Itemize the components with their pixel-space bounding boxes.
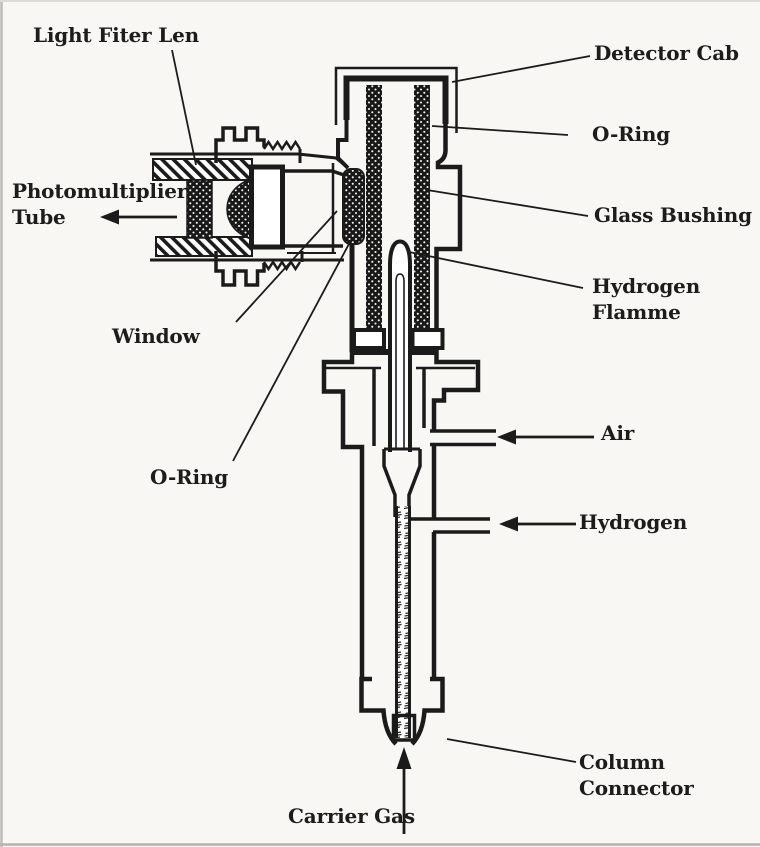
label-detector-cap: Detector Cab — [594, 41, 739, 65]
light-filter-block — [186, 179, 213, 239]
label-photomultiplier-line1: Photomultiplier — [12, 179, 188, 203]
glass-bushing-drawing — [349, 85, 445, 355]
bushing-left-strip — [366, 85, 382, 331]
capillary-packing — [396, 506, 410, 738]
air-arrow-head — [497, 429, 516, 445]
connector-left-piece — [359, 676, 398, 746]
leader-o-ring-top — [431, 125, 569, 136]
column-connector-drawing — [359, 676, 445, 746]
tube-upper-wall-hatch — [152, 158, 253, 181]
label-column-connector-line1: Column — [579, 750, 665, 774]
label-carrier-gas: Carrier Gas — [288, 804, 415, 828]
bushing-right-strip — [414, 85, 430, 331]
label-hydrogen-flame-line1: Hydrogen — [592, 274, 701, 298]
label-air: Air — [601, 421, 635, 445]
label-hydrogen: Hydrogen — [579, 510, 688, 534]
leader-detector-cap — [451, 55, 591, 83]
bushing-left-foot — [352, 328, 386, 350]
capillary-column — [395, 506, 411, 738]
cap-left-step — [336, 120, 350, 170]
jet-collar-left — [382, 449, 397, 517]
lens-shape — [226, 177, 252, 241]
window-shape — [249, 164, 285, 250]
right-flange-outline — [431, 352, 481, 431]
o-ring-seal-block — [342, 168, 365, 245]
detector-body — [321, 352, 481, 679]
label-hydrogen-flame: Hydrogen Flamme — [592, 273, 700, 325]
connector-ferrule-hole — [391, 713, 417, 742]
top-nut-thread — [262, 139, 302, 152]
connector-right-piece — [410, 676, 445, 746]
label-column-connector-line2: Connector — [579, 776, 694, 800]
leader-hydrogen-flame — [408, 251, 584, 289]
label-column-connector: Column Connector — [579, 749, 694, 801]
detector-cap-drawing — [334, 66, 463, 352]
channel-top-line — [283, 169, 345, 177]
photomultiplier-arrow-head — [100, 209, 119, 225]
leader-glass-bushing — [426, 189, 589, 217]
flame-bullet — [388, 239, 412, 452]
photomultiplier-tube-assembly — [150, 126, 365, 287]
body-right-wall — [434, 124, 463, 352]
label-photomultiplier-tube: Photomultiplier Tube — [12, 178, 187, 230]
cap-outer-outline — [334, 66, 458, 133]
label-photomultiplier-line2: Tube — [12, 205, 66, 229]
label-glass-bushing: Glass Bushing — [594, 203, 752, 227]
leader-light-filter — [171, 49, 197, 166]
hydrogen-arrow-head — [499, 516, 518, 532]
inner-jet-tube — [395, 273, 405, 448]
leader-o-ring-left — [232, 241, 351, 462]
leader-window — [235, 210, 338, 323]
carrier-gas-arrow-head — [396, 747, 412, 769]
bushing-right-foot — [410, 328, 445, 350]
hydrogen-flame-drawing — [388, 239, 412, 452]
air-inlet-tube — [430, 429, 496, 447]
label-hydrogen-flame-line2: Flamme — [592, 300, 681, 324]
hydrogen-inlet-tube — [409, 517, 490, 534]
cap-inner-outline — [343, 75, 449, 124]
leader-lines — [171, 49, 591, 763]
label-light-filter-lens: Light Fiter Len — [33, 23, 199, 47]
leader-column-connector — [446, 738, 577, 763]
tube-lower-wall-hatch — [155, 236, 253, 257]
bottom-nut-thread — [262, 259, 302, 272]
label-o-ring-left: O-Ring — [150, 465, 228, 489]
bottom-nut-crenellation — [214, 251, 266, 287]
label-window: Window — [112, 324, 200, 348]
label-o-ring-top: O-Ring — [592, 122, 670, 146]
flow-arrows — [100, 209, 594, 834]
left-flange-outline — [321, 352, 365, 679]
top-nut-crenellation — [214, 126, 266, 163]
